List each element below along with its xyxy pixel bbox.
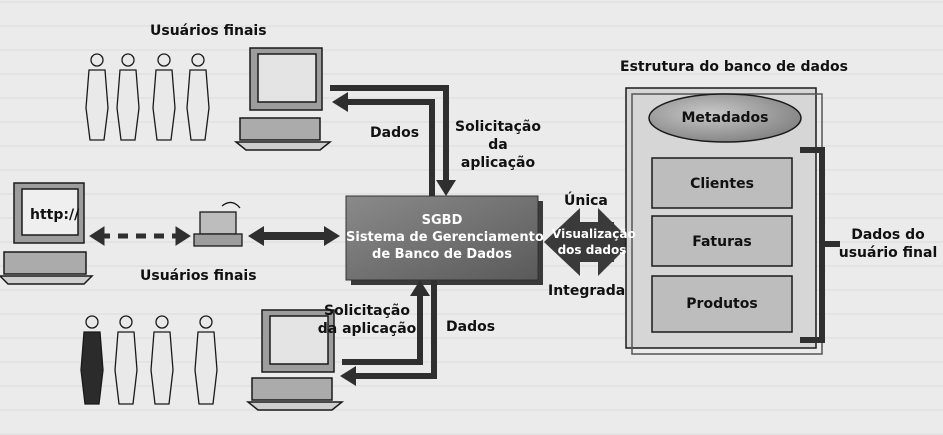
- end-user-figure-group-top: [85, 53, 210, 141]
- bottom-flow-arrows: [342, 280, 437, 379]
- bottom-flow-arrowheads: [340, 280, 430, 386]
- sgbd-label: SGBD Sistema de Gerenciamento de Banco d…: [346, 212, 544, 263]
- top-flow-arrows: [330, 85, 449, 196]
- data-view-line1: Visualização: [552, 227, 636, 241]
- top-flow-arrowheads: [332, 92, 456, 196]
- request-bottom-label: Solicitação da aplicação: [312, 302, 422, 338]
- table-label-clientes: Clientes: [690, 176, 754, 192]
- table-label-produtos: Produtos: [686, 296, 758, 312]
- data-view-arrow: [544, 208, 632, 276]
- sgbd-line2: Sistema de Gerenciamento: [346, 230, 544, 245]
- person-icon: [152, 53, 176, 141]
- end-users-bottom-label: Usuários finais: [140, 268, 257, 284]
- integrada-label: Integrada: [548, 283, 626, 299]
- data-top-label: Dados: [370, 125, 420, 141]
- server-to-sgbd-arrow: [248, 226, 340, 246]
- end-user-figure-group-bottom: [80, 315, 218, 405]
- data-view-line2: dos dados: [557, 243, 627, 257]
- person-icon: [80, 315, 104, 405]
- end-user-data-bracket: [800, 147, 840, 343]
- table-label-faturas: Faturas: [692, 234, 752, 250]
- person-icon: [150, 315, 174, 405]
- sgbd-line1: SGBD: [421, 213, 463, 228]
- database-structure: [625, 87, 823, 355]
- web-computer-icon: [0, 182, 94, 285]
- db-structure-title: Estrutura do banco de dados: [620, 59, 848, 75]
- metadata-label: Metadados: [681, 110, 769, 126]
- computer-icon-top: [233, 47, 333, 151]
- computer-icon-bottom: [245, 309, 345, 411]
- request-top-label: Solicitação da aplicação: [448, 118, 548, 172]
- request-bottom-line1: Solicitação: [324, 303, 410, 319]
- person-icon: [194, 315, 218, 405]
- request-top-line2: da: [488, 137, 508, 153]
- data-bottom-label: Dados: [446, 319, 496, 335]
- person-icon: [114, 315, 138, 405]
- web-server-icon: [193, 201, 243, 247]
- person-icon: [116, 53, 140, 141]
- end-user-data-line1: Dados do: [851, 227, 925, 243]
- end-user-data-line2: usuário final: [838, 245, 938, 261]
- request-top-line1: Solicitação: [455, 119, 541, 135]
- person-icon: [85, 53, 109, 141]
- sgbd-line3: de Banco de Dados: [372, 247, 512, 262]
- http-label: http://: [30, 207, 80, 223]
- web-link-dashed-arrow: [89, 226, 191, 246]
- sgbd-box: [345, 195, 543, 285]
- person-icon: [186, 53, 210, 141]
- unica-label: Única: [564, 193, 608, 209]
- request-bottom-line2: da aplicação: [317, 321, 417, 337]
- request-top-line3: aplicação: [460, 155, 536, 171]
- data-view-label: Visualização dos dados: [552, 226, 636, 258]
- end-user-data-label: Dados do usuário final: [836, 226, 940, 262]
- end-users-top-label: Usuários finais: [150, 23, 267, 39]
